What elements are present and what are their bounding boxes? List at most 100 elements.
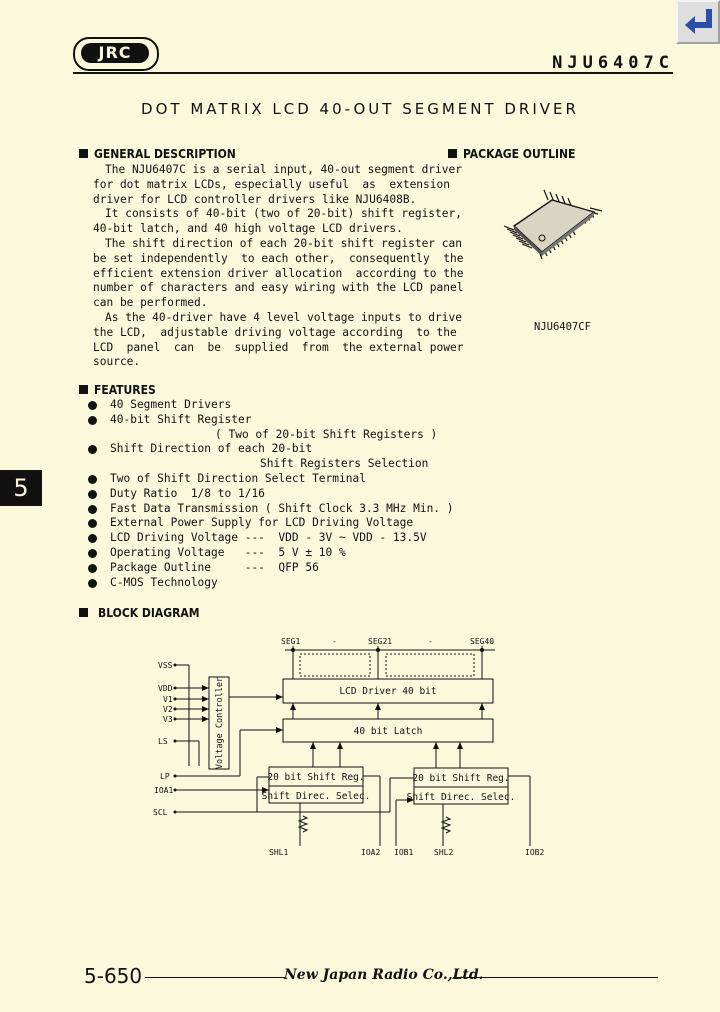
section-heading-general: GENERAL DESCRIPTION [79, 147, 236, 161]
section-heading-package: PACKAGE OUTLINE [448, 147, 575, 161]
feature-text: Shift Registers Selection [260, 457, 429, 471]
shift-reg-box-2 [413, 767, 509, 805]
block-diagram: SEG1 - SEG21 - SEG40 VSS VDD V1 V2 V3 LS… [153, 637, 544, 857]
bullet-dot-icon [88, 445, 97, 455]
shift-sel-label-2: Shift Direc. Selec. [407, 792, 516, 803]
bullet-dot-icon [88, 474, 97, 484]
feature-text: Shift Direction of each 20-bit [110, 442, 313, 456]
pin-label: V2 [163, 705, 173, 714]
feature-item: 40-bit Shift Register [88, 413, 428, 428]
footer-rule [145, 977, 285, 978]
pin-label: IOB2 [525, 848, 544, 857]
desc-line: number of characters and easy wiring wit… [93, 281, 464, 295]
seg-group-2 [385, 653, 475, 677]
pin-label: SCL [153, 808, 168, 817]
seg-group-1 [299, 653, 371, 677]
chapter-tab: 5 [0, 470, 42, 506]
bullet-dot-icon [88, 563, 97, 573]
feature-item: 40 Segment Drivers [88, 398, 428, 413]
desc-line: 40-bit latch, and 40 high voltage LCD dr… [93, 222, 403, 236]
feature-text: Package Outline --- QFP 56 [110, 560, 319, 574]
desc-line: The shift direction of each 20-bit shift… [105, 236, 462, 250]
back-button[interactable] [676, 0, 720, 44]
bullet-dot-icon [88, 534, 97, 544]
seg-dash: - [428, 637, 433, 646]
bullet-dot-icon [88, 415, 97, 425]
company-name: New Japan Radio Co.,Ltd. [284, 967, 484, 983]
desc-line: the LCD, adjustable driving voltage acco… [93, 325, 457, 339]
desc-line: The NJU6407C is a serial input, 40-out s… [105, 163, 462, 176]
pin-label: SHL2 [434, 848, 453, 857]
shift-reg-label-1: 20 bit Shift Reg. [267, 772, 364, 783]
seg21-label: SEG21 [368, 637, 392, 646]
pin-vss: VSS [158, 661, 173, 670]
bullet-dot-icon [88, 401, 97, 410]
jrc-logo: JRC [73, 37, 159, 71]
feature-item: Two of Shift Direction Select Terminal [88, 472, 428, 487]
feature-text: External Power Supply for LCD Driving Vo… [110, 516, 414, 530]
shift-sel-label-1: Shift Direc. Selec. [262, 791, 371, 802]
feature-text: Two of Shift Direction Select Terminal [110, 471, 366, 485]
feature-item: Shift Registers Selection [88, 457, 428, 472]
page-number: 5-650 [84, 964, 143, 988]
feature-item: C-MOS Technology [88, 576, 428, 591]
seg-dash: - [332, 637, 337, 646]
square-bullet-icon [448, 149, 457, 158]
feature-item: Operating Voltage --- 5 V ± 10 % [88, 546, 428, 561]
desc-line: It consists of 40-bit (two of 20-bit) sh… [105, 207, 462, 221]
desc-line: for dot matrix LCDs, especially useful a… [93, 177, 450, 191]
bullet-dot-icon [88, 504, 97, 514]
return-arrow-icon [685, 9, 712, 34]
header-rule [73, 72, 673, 74]
general-description: The NJU6407C is a serial input, 40-out s… [93, 163, 464, 370]
shift-reg-box-1 [268, 766, 364, 804]
qfp-package-image [503, 189, 603, 260]
pin-label: VDD [158, 684, 173, 693]
bullet-dot-icon [88, 489, 97, 499]
package-caption: NJU6407CF [534, 321, 591, 333]
footer-rule [453, 977, 658, 978]
seg1-label: SEG1 [281, 637, 300, 646]
pin-label: LS [158, 737, 168, 746]
feature-item: Duty Ratio 1/8 to 1/16 [88, 487, 428, 502]
seg40-label: SEG40 [470, 637, 494, 646]
pin-label: IOA2 [361, 848, 380, 857]
feature-item: ( Two of 20-bit Shift Registers ) [88, 428, 437, 443]
desc-line: LCD panel can be supplied from the exter… [93, 340, 464, 354]
desc-line: can be performed. [93, 296, 208, 310]
desc-line: efficient extension driver allocation ac… [93, 266, 464, 280]
bullet-dot-icon [88, 548, 97, 558]
feature-text: 40 Segment Drivers [110, 398, 232, 411]
feature-text: ( Two of 20-bit Shift Registers ) [215, 427, 438, 441]
pin-label: SHL1 [269, 848, 288, 857]
bullet-dot-icon [88, 519, 97, 529]
desc-line: be set independently to each other, cons… [93, 251, 464, 265]
feature-item: External Power Supply for LCD Driving Vo… [88, 516, 428, 531]
feature-text: 40-bit Shift Register [110, 412, 252, 426]
pin-label: LP [160, 772, 170, 781]
desc-line: source. [93, 355, 141, 369]
feature-item: Shift Direction of each 20-bit [88, 442, 428, 457]
voltage-controller-label: Voltage Controller [215, 677, 225, 769]
feature-text: C-MOS Technology [110, 575, 218, 589]
feature-text: LCD Driving Voltage --- VDD - 3V ~ VDD -… [110, 531, 427, 545]
lcd-driver-box [282, 678, 494, 704]
feature-item: Package Outline --- QFP 56 [88, 561, 428, 576]
feature-item: Fast Data Transmission ( Shift Clock 3.3… [88, 502, 454, 517]
square-bullet-icon [79, 385, 88, 394]
feature-item: LCD Driving Voltage --- VDD - 3V ~ VDD -… [88, 531, 428, 546]
square-bullet-icon [79, 149, 88, 158]
desc-line: As the 40-driver have 4 level voltage in… [105, 310, 462, 324]
pin-label: V3 [163, 715, 173, 724]
part-number: NJU6407C [552, 53, 674, 73]
section-heading-features: FEATURES [79, 383, 156, 397]
feature-text: Fast Data Transmission ( Shift Clock 3.3… [110, 501, 454, 515]
voltage-controller-box [208, 676, 230, 770]
lcd-driver-label: LCD Driver 40 bit [339, 686, 436, 697]
latch-label: 40 bit Latch [354, 726, 423, 737]
feature-text: Operating Voltage --- 5 V ± 10 % [110, 545, 346, 559]
logo-text: JRC [81, 43, 149, 63]
square-bullet-icon [79, 608, 88, 617]
shift-reg-label-2: 20 bit Shift Reg. [412, 773, 509, 784]
